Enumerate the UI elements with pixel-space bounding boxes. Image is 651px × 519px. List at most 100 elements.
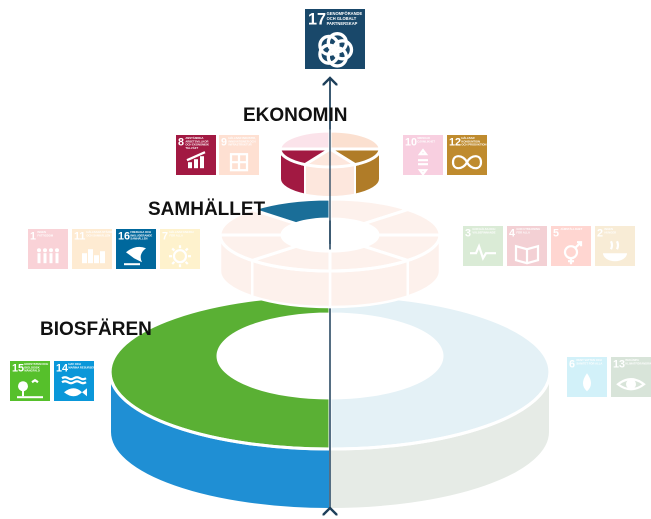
sdg-tile-number: 13 [613, 358, 625, 370]
economy-segment-goal8 [278, 147, 336, 167]
sdg-tile-number: 17 [308, 10, 326, 28]
industry-blocks-icon [229, 153, 249, 172]
tree-bird-icon [17, 378, 43, 399]
sdg-tile-goal-13: 13BEKÄMPAKLIMATFÖRÄNDRINGARNA [611, 357, 651, 397]
sdg-tile-label-line: HÅLLBAR INDUSTRI, [228, 135, 256, 140]
level-title-society: SAMHÄLLET [148, 199, 266, 220]
fish-icon [61, 376, 87, 397]
sdg-tile-label-line: MÅNGFALD [24, 368, 39, 373]
level-title-economy: EKONOMIN [243, 105, 348, 126]
equality-arrows-icon [417, 148, 429, 177]
sdg-tile-number: 4 [509, 227, 515, 239]
sdg-tile-number: 9 [221, 136, 227, 148]
bowl-icon [603, 240, 627, 262]
sdg-tile-number: 7 [162, 230, 168, 242]
sdg-tile-number: 16 [118, 230, 130, 242]
dove-icon [124, 246, 146, 266]
sdg-tile-label-line: KONSUMTION [461, 139, 480, 143]
sdg-tile-label-line: INFRASTRUKTUR [228, 143, 251, 147]
sdg-tile-label-line: PARTNERSKAP [327, 21, 358, 26]
sdg-tile-label-line: SAMHÄLLEN [130, 237, 147, 241]
sdg-tile-label-line: GENOMFÖRANDE [327, 11, 363, 16]
heartbeat-icon [470, 243, 496, 261]
sdg-tile-label-line: HÅLLBAR ENERGI [169, 229, 194, 234]
sdg-tile-label-line: OJÄMLIKHET [417, 139, 435, 143]
sdg-tile-background [160, 229, 200, 269]
sdg-tile-background [507, 226, 547, 266]
sdg-tile-label-line: HÅLLBARA STÄDER [86, 229, 113, 234]
sdg-tile-number: 3 [465, 227, 471, 239]
sdg-tile-number: 8 [178, 136, 184, 148]
sdg-tile-label-line: FREDLIGA OCH [130, 230, 151, 234]
sdg-tile-number: 2 [597, 227, 603, 239]
sun-icon [169, 245, 191, 268]
sdg-tile-label-line: BIOLOGISK [24, 365, 39, 369]
society-top-rim [218, 234, 442, 273]
economy-segment-goal9 [328, 129, 382, 151]
sdg-tile-label-line: OCH GLOBALT [327, 16, 357, 21]
sdg-tile-label-line: TILLVÄXT [185, 146, 198, 150]
sdg-tile-number: 5 [553, 227, 559, 239]
biosphere-layer [108, 293, 552, 511]
sdg-tile-label-line: INKLUDERANDE [130, 233, 152, 237]
sdg-tile-label-line: HAV OCH [68, 362, 80, 366]
growth-bars-icon [186, 151, 206, 169]
sdg-tile-label-line: GOD HÄLSA OCH [472, 227, 495, 231]
sdg-tile-label-line: ARBETSVILLKOR [185, 139, 208, 143]
sdg-tile-label-line: VÄLBEFINNANDE [472, 230, 495, 234]
family-icon [37, 248, 59, 264]
sdg-tile-background [595, 226, 635, 266]
sdg-tile-number: 14 [56, 362, 68, 374]
book-icon [514, 244, 540, 265]
sdg-tile-number: 12 [449, 136, 461, 148]
sdg-tile-label-line: FÖR ALLA [516, 230, 530, 234]
sdg-tile-label-line: OCH EKONOMISK [185, 143, 209, 147]
sdg-tile-background [463, 226, 503, 266]
sdg-tile-background [72, 229, 112, 269]
sdg-tile-number: 11 [74, 230, 85, 242]
sdg-tile-label-line: INGEN [604, 227, 613, 231]
sdg-tile-number: 10 [405, 136, 417, 148]
sdg-tile-label-line: INGEN [37, 230, 46, 234]
sdg-tile-label-line: JÄMSTÄLLDHET [560, 227, 582, 231]
sdg-tile-number: 1 [30, 230, 36, 242]
sdg-tile-label-line: INNOVATIONER OCH [228, 139, 255, 143]
sdg-tile-label-line: KLIMATFÖRÄNDRINGARNA [625, 361, 651, 365]
sdg-tile-label-line: FÖR ALLA [169, 233, 183, 237]
sdg-tile-label-line: BEKÄMPA [625, 358, 639, 362]
sdg-tile-label-line: SANITET FÖR ALLA [576, 361, 602, 365]
level-title-biosphere: BIOSFÄREN [40, 319, 152, 340]
sdg-tile-background [10, 361, 50, 401]
sdg-tile-label-line: MINSKAD [417, 136, 430, 140]
sdg-tile-background [611, 357, 651, 397]
sdg-tile-label-line: ANSTÄNDIGA [185, 136, 203, 140]
sdg-tile-background [567, 357, 607, 397]
sdg-tile-label-line: RENT VATTEN OCH [576, 358, 601, 362]
sdg-tile-number: 15 [12, 362, 24, 374]
sdg-tile-label-line: FATTIGDOM [37, 233, 54, 237]
sdg-tile-label-line: GOD UTBILDNING [516, 227, 540, 231]
sdg-tile-background [447, 135, 487, 175]
sdg-tile-background [28, 229, 68, 269]
economy-segment-goal10 [278, 129, 332, 151]
sdg-tile-label-line: OCH SAMHÄLLEN [86, 233, 110, 237]
sdg-tile-background [219, 135, 259, 175]
sdg-tile-label-line: OCH PRODUKTION [461, 143, 486, 147]
infinity-icon [451, 155, 483, 170]
sdg-tile-background [403, 135, 443, 175]
city-icon [82, 249, 105, 264]
